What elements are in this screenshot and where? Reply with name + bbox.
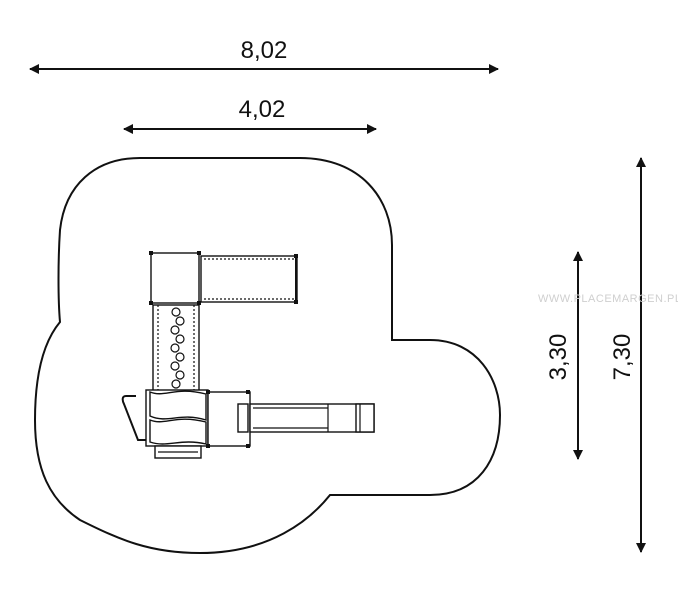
playground-structure bbox=[121, 251, 375, 459]
slide-icon bbox=[249, 403, 375, 433]
dimension-total-width: 8,02 bbox=[29, 37, 499, 74]
safety-zone-outline bbox=[33, 157, 502, 555]
dimension-label-total-width: 8,02 bbox=[241, 37, 288, 64]
watermark-text: WWW.PLACEMARGEN.PL bbox=[538, 293, 678, 305]
dimension-label-structure-depth: 3,30 bbox=[545, 334, 572, 381]
dimension-structure-width: 4,02 bbox=[123, 96, 377, 134]
platform-icon bbox=[149, 251, 201, 305]
dimension-structure-depth: 3,30 bbox=[545, 251, 583, 460]
dimension-label-structure-width: 4,02 bbox=[239, 96, 286, 123]
dimension-label-total-depth: 7,30 bbox=[609, 334, 636, 381]
bridge-icon bbox=[200, 254, 298, 304]
climbing-wall-icon bbox=[152, 304, 200, 392]
dimension-total-depth: 7,30 bbox=[609, 157, 646, 553]
lower-platform-icon bbox=[121, 389, 251, 459]
